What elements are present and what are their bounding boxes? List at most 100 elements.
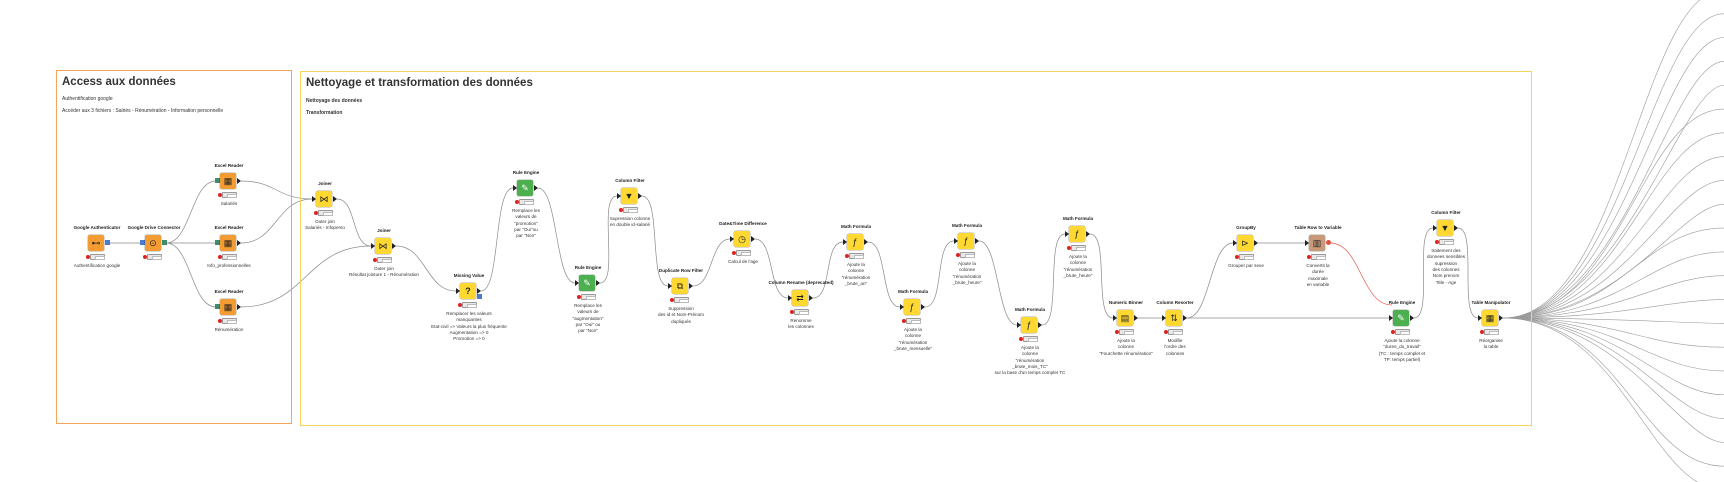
node-google-authenticator[interactable]: Google Authenticator ⊷ Authentification … — [57, 225, 137, 268]
input-port[interactable] — [456, 288, 460, 294]
connection — [240, 180, 313, 200]
output-port[interactable] — [689, 283, 693, 289]
connection — [1089, 233, 1114, 319]
input-port[interactable] — [730, 236, 734, 242]
input-port[interactable] — [954, 238, 958, 244]
input-port[interactable] — [668, 283, 672, 289]
node-math-formula-2[interactable]: Math Formula ƒ Ajoute la colonne "rénumé… — [873, 289, 953, 351]
node-rule-engine-2[interactable]: Rule Engine ✎ Remplace les valeurs de "a… — [548, 265, 628, 333]
variable-output-port[interactable] — [1326, 240, 1331, 245]
node-rule-engine-3[interactable]: Rule Engine ✎ Ajoute la colonne "duree_d… — [1362, 300, 1442, 362]
input-port[interactable] — [215, 304, 220, 309]
node-table-manipulator[interactable]: Table Manipulator ▦ Réorganise la table — [1451, 300, 1531, 349]
input-port[interactable] — [843, 239, 847, 245]
node-rule-engine-1[interactable]: Rule Engine ✎ Remplace les valeurs de "p… — [486, 170, 566, 238]
input-port[interactable] — [371, 243, 375, 249]
output-port[interactable] — [392, 243, 396, 249]
node-status — [619, 207, 638, 213]
input-port[interactable] — [617, 193, 621, 199]
input-port[interactable] — [575, 280, 579, 286]
fan-connection — [1502, 317, 1724, 324]
node-title: Rule Engine — [574, 265, 602, 270]
node-datetime-difference[interactable]: Date&Time Difference ◷ Calcul de l'age — [703, 221, 783, 264]
node-math-formula-3[interactable]: Math Formula ƒ Ajoute la colonne "rénumé… — [927, 223, 1007, 285]
node-column-filter-2[interactable]: Column Filter ▼ traitement des donnees s… — [1406, 210, 1486, 285]
node-status — [845, 253, 864, 259]
node-column-rename[interactable]: Column Rename (deprecated) ⇄ Renomme les… — [761, 280, 841, 329]
output-port[interactable] — [1410, 315, 1414, 321]
input-port[interactable] — [1113, 315, 1117, 321]
input-port[interactable] — [1305, 240, 1309, 246]
node-column-filter-1[interactable]: Column Filter ▼ Supression colonne en do… — [590, 178, 670, 227]
node-joiner-2[interactable]: Joiner ⋈ Outer join Résultat jointure 1 … — [344, 228, 424, 277]
output-port[interactable] — [921, 304, 925, 310]
node-math-formula-5[interactable]: Math Formula ƒ Ajoute la colonne "rénumé… — [1038, 216, 1118, 278]
node-numeric-binner[interactable]: Numeric Binner ▤ Ajoute la colonne "Four… — [1086, 300, 1166, 356]
input-port[interactable] — [1389, 315, 1393, 321]
annotation-transform[interactable]: Nettoyage et transformation des données … — [300, 71, 1532, 426]
node-groupby[interactable]: GroupBy ⊳ Grouper par sexe — [1206, 225, 1286, 268]
excel-icon: ▦ — [220, 299, 236, 315]
node-excel-reader-1[interactable]: Excel Reader ▦ Salariés — [189, 163, 269, 206]
output-port[interactable] — [237, 304, 241, 310]
output-port[interactable] — [1134, 315, 1138, 321]
annotation-access[interactable]: Access aux données Authentification goog… — [56, 70, 292, 424]
node-excel-reader-3[interactable]: Excel Reader ▦ Rénumération — [189, 289, 269, 332]
input-port[interactable] — [215, 240, 220, 245]
output-port[interactable] — [237, 178, 241, 184]
node-status — [314, 210, 333, 216]
output-port[interactable] — [1086, 231, 1090, 237]
binner-icon: ▤ — [1117, 310, 1133, 326]
input-port[interactable] — [513, 185, 517, 191]
node-math-formula-4[interactable]: Math Formula ƒ Ajoute la colonne "rénumé… — [990, 307, 1070, 375]
pmml-output-port[interactable] — [477, 294, 482, 299]
node-excel-reader-2[interactable]: Excel Reader ▦ Info_professionnelles — [189, 225, 269, 268]
output-port[interactable] — [162, 240, 167, 245]
fan-connection — [1502, 317, 1699, 482]
table-icon: ▦ — [1482, 310, 1498, 326]
output-port[interactable] — [105, 240, 110, 245]
output-port[interactable] — [534, 185, 538, 191]
node-title: Rule Engine — [512, 170, 540, 175]
output-port[interactable] — [1499, 315, 1503, 321]
input-port[interactable] — [1017, 322, 1021, 328]
connection — [1413, 227, 1434, 319]
output-port[interactable] — [333, 196, 337, 202]
input-port[interactable] — [788, 295, 792, 301]
input-port[interactable] — [1162, 315, 1166, 321]
output-port[interactable] — [864, 239, 868, 245]
node-math-formula-1[interactable]: Math Formula ƒ Ajoute la colonne "rénumé… — [816, 224, 896, 286]
input-port[interactable] — [1233, 240, 1237, 246]
node-column-resorter[interactable]: Column Resorter ⇅ Modifie l'ordre des co… — [1135, 300, 1215, 356]
input-port[interactable] — [900, 304, 904, 310]
node-status — [458, 302, 477, 308]
node-table-row-to-variable[interactable]: Table Row to Variable ▥ Convertit la dur… — [1278, 225, 1358, 287]
input-port[interactable] — [312, 196, 316, 202]
input-port[interactable] — [1065, 231, 1069, 237]
output-port[interactable] — [809, 295, 813, 301]
node-duplicate-row-filter[interactable]: Duplicate Row Filter ⧉ Suppression des i… — [641, 268, 721, 324]
node-description: Ajoute la colonne "rénumération _brute_m… — [994, 345, 1066, 376]
output-port[interactable] — [751, 236, 755, 242]
input-port[interactable] — [1478, 315, 1482, 321]
output-port[interactable] — [1254, 240, 1258, 246]
math-icon: ƒ — [904, 299, 920, 315]
node-joiner-1[interactable]: Joiner ⋈ Outer join Salariés - Infoperso — [285, 181, 365, 230]
node-missing-value[interactable]: Missing Value ? Remplacer les valeurs ma… — [429, 273, 509, 341]
node-description: traitement des donnees sensibles supress… — [1426, 248, 1466, 285]
output-port[interactable] — [1183, 315, 1187, 321]
excel-icon: ▦ — [220, 173, 236, 189]
node-description: Info_professionnelles — [207, 263, 251, 268]
output-port[interactable] — [477, 288, 481, 294]
input-port[interactable] — [140, 240, 145, 245]
output-port[interactable] — [975, 238, 979, 244]
input-port[interactable] — [215, 178, 220, 183]
output-port[interactable] — [638, 193, 642, 199]
output-port[interactable] — [237, 240, 241, 246]
input-port[interactable] — [1433, 225, 1437, 231]
output-port[interactable] — [596, 280, 600, 286]
output-port[interactable] — [1038, 322, 1042, 328]
output-port[interactable] — [1454, 225, 1458, 231]
node-google-drive-connector[interactable]: Google Drive Connector ⊙ — [114, 225, 194, 265]
